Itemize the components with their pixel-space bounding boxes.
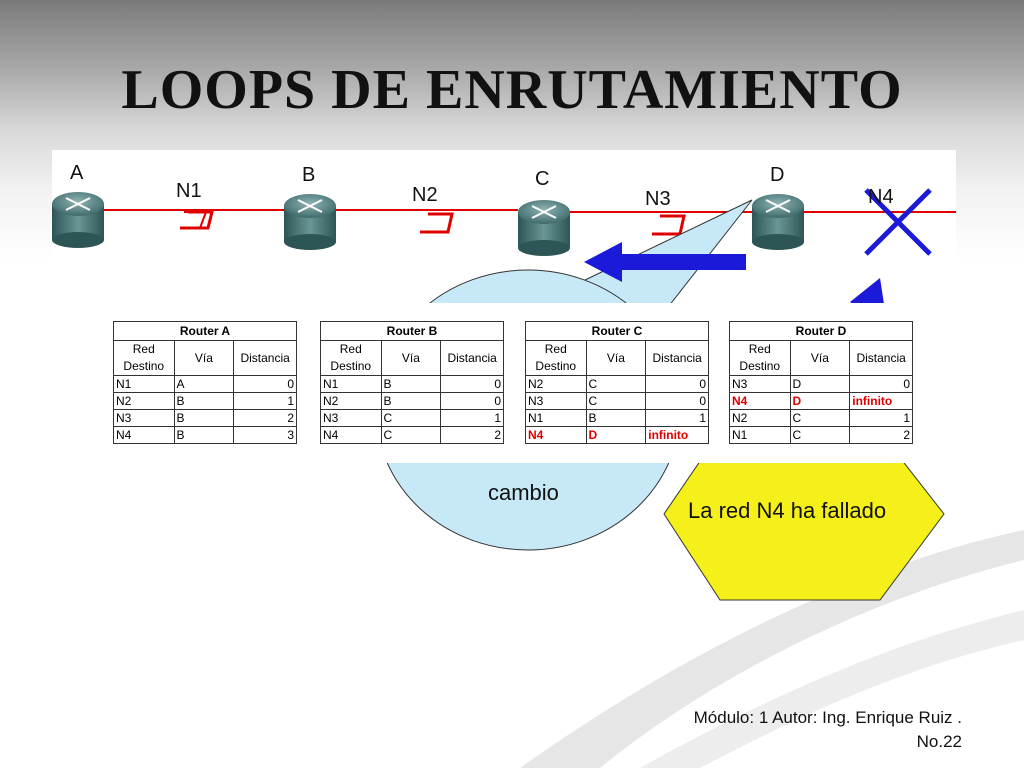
header-red-destino: Red Destino <box>113 340 175 376</box>
header-red-destino: Red Destino <box>525 340 587 376</box>
serial-n2-icon <box>420 212 454 234</box>
router-c-icon <box>518 200 570 256</box>
network-label-n2: N2 <box>412 184 438 206</box>
serial-n1-icon <box>180 211 208 229</box>
router-label-d: D <box>770 164 785 186</box>
table-title: Router D <box>729 321 913 341</box>
table-title: Router C <box>525 321 709 341</box>
table-title: Router B <box>320 321 504 341</box>
router-label-a: A <box>70 162 84 184</box>
header-red-destino: Red Destino <box>729 340 791 376</box>
header-distancia: Distancia <box>645 340 709 376</box>
table-title: Router A <box>113 321 297 341</box>
header-distancia: Distancia <box>849 340 913 376</box>
update-arrow-icon <box>584 242 746 282</box>
header-distancia: Distancia <box>233 340 297 376</box>
router-label-b: B <box>302 164 316 186</box>
bubble-text: cambio <box>488 480 559 505</box>
serial-n3-icon <box>652 214 686 236</box>
header-via: Vía <box>585 340 647 376</box>
slide-footer: Módulo: 1 Autor: Ing. Enrique Ruiz . No.… <box>694 706 962 754</box>
router-d-icon <box>752 194 804 250</box>
slide-title: LOOPS DE ENRUTAMIENTO <box>121 59 903 121</box>
network-label-n4: N4 <box>868 186 894 208</box>
hexagon-text: La red N4 ha fallado <box>688 498 887 523</box>
router-label-c: C <box>535 168 550 190</box>
header-distancia: Distancia <box>440 340 504 376</box>
failure-x-icon <box>864 188 932 256</box>
footer-author: Módulo: 1 Autor: Ing. Enrique Ruiz . <box>693 708 962 727</box>
header-red-destino: Red Destino <box>320 340 382 376</box>
header-via: Vía <box>380 340 442 376</box>
network-label-n1: N1 <box>176 180 202 202</box>
router-a-icon <box>52 192 104 248</box>
header-via: Vía <box>789 340 851 376</box>
header-via: Vía <box>173 340 235 376</box>
router-b-icon <box>284 194 336 250</box>
footer-page-number: No.22 <box>916 732 962 751</box>
network-links <box>104 209 956 236</box>
network-label-n3: N3 <box>645 188 671 210</box>
